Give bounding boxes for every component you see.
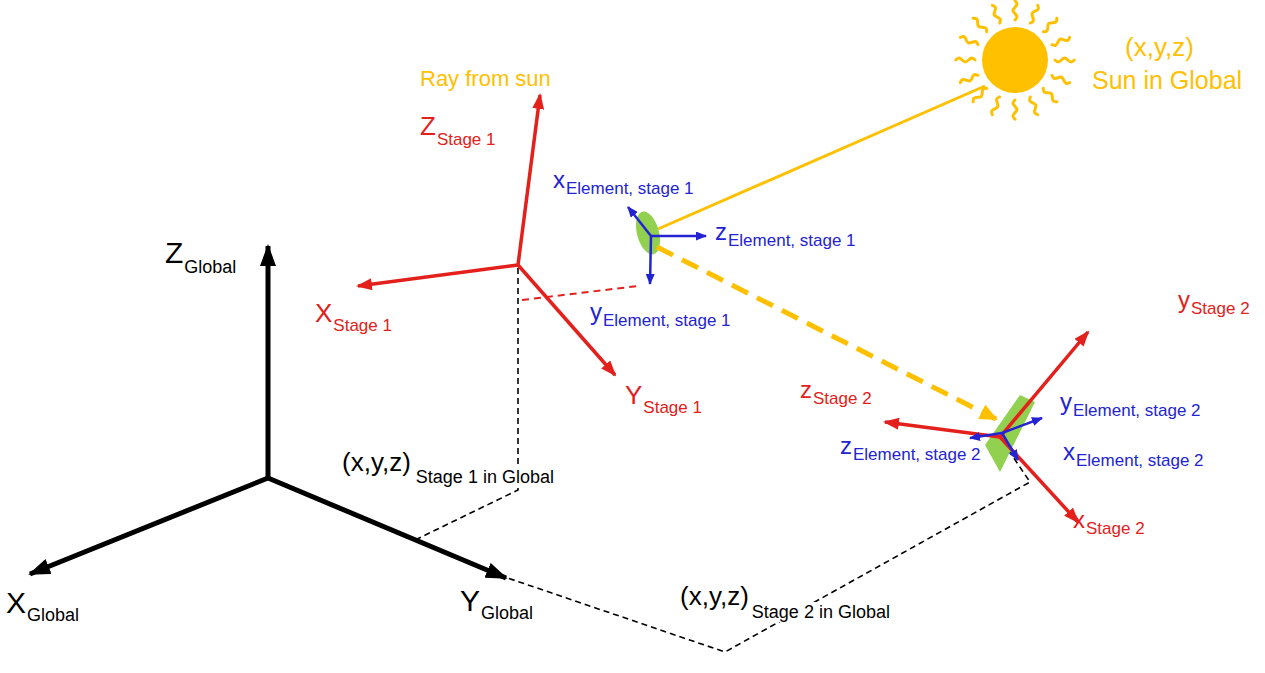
axis-label: y [590, 300, 602, 324]
axis-subscript: Element, stage 2 [853, 446, 981, 463]
axis-label: (x,y,z) [340, 448, 413, 476]
element1-axes [628, 207, 706, 284]
sun-ray-stroke [992, 97, 1000, 115]
axis-subscript: Stage 2 [813, 390, 872, 407]
position-dashes [415, 268, 1030, 652]
axis-subscript: Stage 1 [333, 317, 392, 334]
axis-label: Sun in Global [1092, 68, 1242, 93]
sun-ray-stroke [1052, 37, 1070, 45]
axis-subscript: Stage 1 in Global [414, 467, 556, 487]
axis-label: Y [460, 586, 480, 616]
axis-subscript: Global [184, 258, 236, 276]
sun-ray [658, 86, 985, 229]
axis-label: Z [420, 113, 436, 139]
axis-subscript: Element, stage 1 [603, 312, 731, 329]
sun-ray-stroke [973, 18, 987, 32]
sun-ray-stroke [1030, 97, 1038, 115]
axis-label: x [1073, 508, 1085, 532]
axis-label: x [553, 168, 565, 192]
axis-label: Y [625, 382, 642, 408]
element2-axes [970, 418, 1042, 460]
axis-subscript: Stage 2 in Global [750, 602, 892, 622]
sun-ray-stroke [1043, 88, 1057, 102]
stage1-axes [358, 95, 638, 375]
axis-subscript: Element, stage 1 [566, 180, 694, 197]
sun-ray-stroke [992, 5, 1000, 23]
axis-label: (x,y,z) [680, 583, 749, 609]
axis-subscript: Global [27, 606, 79, 624]
axis-label: z [800, 378, 812, 402]
global-axes [30, 246, 506, 578]
axis-label: x [1063, 440, 1075, 464]
axis-label: z [840, 434, 852, 458]
axis-subscript: Stage 1 [643, 399, 702, 416]
sun-ray-stroke [1013, 100, 1017, 119]
axis-subscript: Element, stage 1 [728, 232, 856, 249]
reflected-ray [657, 247, 996, 419]
sun-ray-stroke [1055, 58, 1074, 62]
sun-ray-stroke [973, 88, 987, 102]
axis-label: Z [165, 238, 183, 268]
sun-ray-stroke [956, 58, 975, 62]
axis-label: (x,y,z) [1125, 34, 1194, 60]
axis-label: X [6, 588, 26, 618]
axis-label: X [315, 300, 332, 326]
axis-label: Ray from sun [420, 68, 551, 90]
axis-subscript: Element, stage 2 [1076, 452, 1204, 469]
stage2-axes [885, 332, 1088, 522]
axis-subscript: Global [481, 604, 533, 622]
axis-label: y [1060, 390, 1072, 414]
sun-ray-stroke [1043, 18, 1057, 32]
axis-subscript: Stage 2 [1191, 300, 1250, 317]
sun-icon [956, 1, 1074, 119]
sun-ray-stroke [1030, 5, 1038, 23]
axis-label: z [715, 220, 727, 244]
sun-ray-stroke [960, 75, 978, 83]
axis-subscript: Element, stage 2 [1073, 402, 1201, 419]
sun-ray-stroke [960, 37, 978, 45]
axis-subscript: Stage 1 [437, 131, 496, 148]
axis-label: y [1178, 288, 1190, 312]
sun-ray-stroke [1013, 1, 1017, 20]
sun-ray-stroke [1052, 75, 1070, 83]
axis-subscript: Stage 2 [1086, 520, 1145, 537]
